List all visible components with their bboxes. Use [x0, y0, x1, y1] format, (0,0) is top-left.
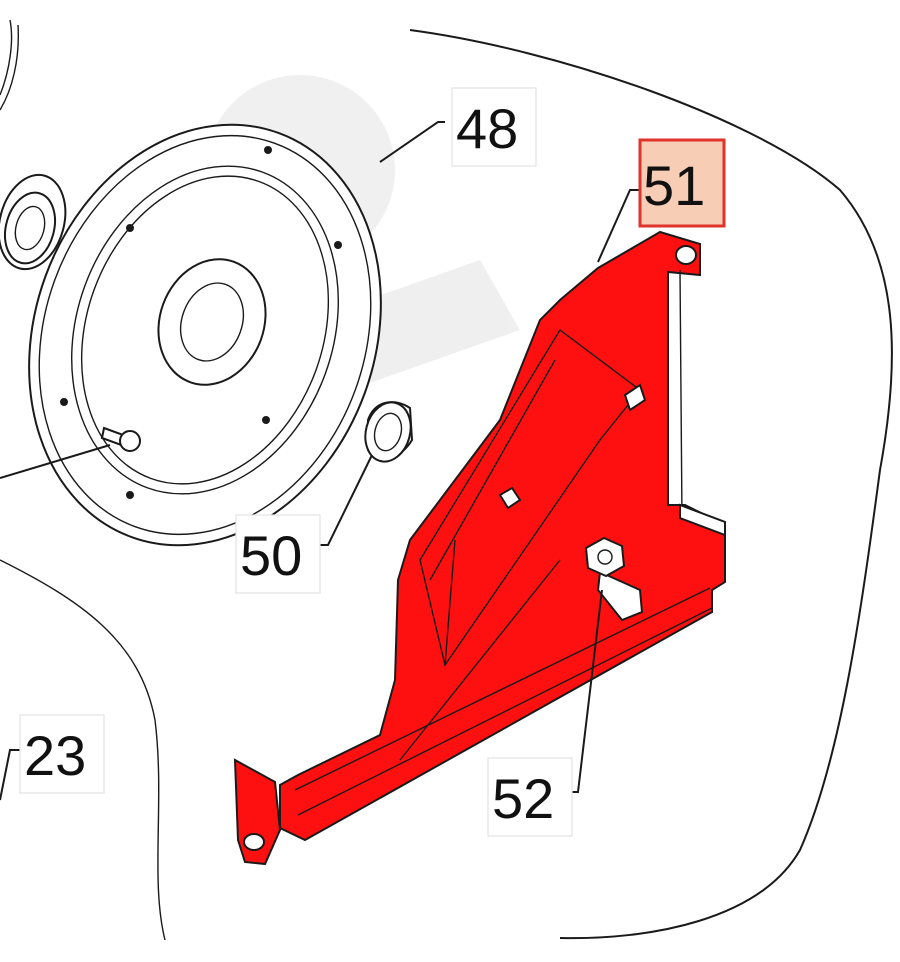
callout-23[interactable]: 23 — [19, 714, 105, 794]
flange-plate-part-48 — [28, 123, 382, 547]
housing-left-edge — [0, 19, 13, 96]
leader-50 — [320, 454, 373, 546]
housing-inner-curve — [0, 559, 166, 941]
leader-bolt — [0, 444, 111, 479]
housing-outline — [409, 29, 893, 940]
svg-text:51: 51 — [643, 154, 705, 217]
callout-52[interactable]: 52 — [487, 757, 573, 837]
bracket-part-51 — [233, 230, 726, 866]
callout-48[interactable]: 48 — [451, 87, 537, 167]
callout-50[interactable]: 50 — [235, 514, 321, 594]
leader-48 — [379, 121, 445, 163]
callout-51[interactable]: 51 — [638, 138, 726, 228]
svg-text:50: 50 — [240, 524, 302, 587]
svg-text:52: 52 — [492, 767, 554, 830]
bearing-part-50 — [364, 401, 414, 463]
leader-51 — [597, 189, 640, 263]
highlight-box — [638, 138, 726, 228]
leader-23 — [0, 749, 20, 801]
bearing-left — [0, 173, 67, 271]
bolt — [100, 426, 141, 452]
svg-text:23: 23 — [24, 724, 86, 787]
housing-left-edge-2 — [0, 24, 20, 111]
svg-text:48: 48 — [456, 97, 518, 160]
nut-part-52 — [584, 536, 644, 622]
